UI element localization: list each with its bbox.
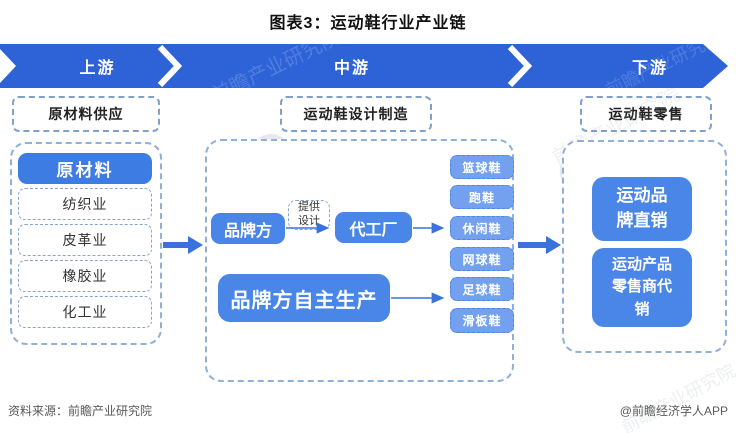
upstream-item-textile: 纺织业 (18, 188, 152, 220)
shoe-type-basketball: 篮球鞋 (450, 155, 514, 179)
credit-note: @前瞻经济学人APP (619, 404, 728, 418)
upstream-header-box: 原材料供应 (12, 96, 160, 132)
upstream-item-leather: 皮革业 (18, 224, 152, 256)
stage-label-midstream: 中游 (333, 60, 370, 77)
midstream-header-box: 运动鞋设计制造 (280, 96, 432, 132)
arrow-midstream-to-downstream (518, 236, 561, 254)
stage-label-upstream: 上游 (79, 60, 116, 77)
shoe-type-skateboard: 滑板鞋 (450, 308, 514, 333)
oem-factory-box: 代工厂 (335, 212, 412, 243)
stage-band (0, 44, 736, 88)
brand-owner-box: 品牌方 (211, 213, 285, 244)
watermark-text: 前瞻产业研究院 (618, 360, 736, 433)
stage-band-shape (0, 44, 728, 88)
shoe-type-tennis: 网球鞋 (450, 247, 514, 271)
upstream-item-rubber: 橡胶业 (18, 260, 152, 292)
arrow-upstream-to-midstream (163, 236, 203, 254)
band-start-notch-icon (0, 49, 16, 83)
downstream-header-box: 运动鞋零售 (580, 96, 712, 132)
brand-direct-sales-box: 运动品牌直销 (592, 177, 692, 241)
shoe-type-football: 足球鞋 (450, 277, 514, 301)
shoe-type-casual: 休闲鞋 (450, 216, 514, 240)
band-chevron-icon (157, 44, 183, 88)
band-chevron-icon (507, 44, 533, 88)
page-title: 图表3：运动鞋行业产业链 (269, 15, 467, 32)
design-note-box: 提供设计 (288, 200, 330, 230)
upstream-item-chemical: 化工业 (18, 296, 152, 328)
stage-label-downstream: 下游 (631, 60, 668, 77)
shoe-type-running: 跑鞋 (450, 185, 514, 209)
retailer-consignment-box: 运动产品零售商代销 (592, 248, 692, 327)
raw-material-group-title: 原材料 (18, 153, 152, 184)
source-note: 资料来源：前瞻产业研究院 (8, 404, 153, 418)
self-production-box: 品牌方自主生产 (218, 274, 390, 322)
